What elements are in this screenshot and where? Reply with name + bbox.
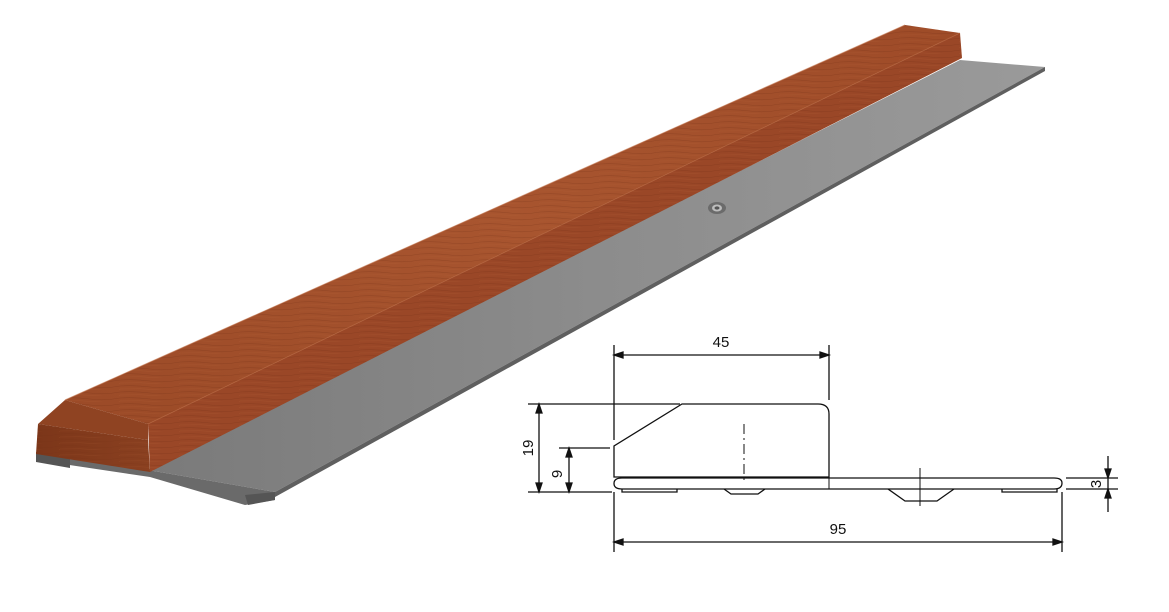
dimension-label-3: 3: [1088, 480, 1105, 488]
base-plate-edge: [275, 67, 1045, 497]
cross-section-drawing: [528, 345, 1118, 552]
profile-plate-outline: [613, 477, 1063, 490]
screw-recess-left: [723, 488, 766, 495]
dimension-19: [528, 401, 680, 495]
dimension-3: [1066, 456, 1118, 512]
screw-recess-right: [887, 488, 955, 502]
screw-hole: [708, 202, 726, 214]
wood-bar-chamfer: [38, 400, 148, 440]
dimension-95: [611, 492, 1065, 552]
profile-wood-outline: [613, 403, 830, 478]
dimension-label-19: 19: [520, 440, 537, 457]
base-plate-top: [148, 60, 1045, 492]
dimension-label-9: 9: [549, 470, 566, 478]
dimension-label-45: 45: [713, 334, 730, 351]
base-plate-foot: [36, 452, 275, 505]
dimension-9: [559, 445, 610, 495]
dimension-45: [611, 345, 832, 440]
threshold-3d-render: [36, 24, 1045, 505]
dimension-label-95: 95: [830, 521, 847, 538]
